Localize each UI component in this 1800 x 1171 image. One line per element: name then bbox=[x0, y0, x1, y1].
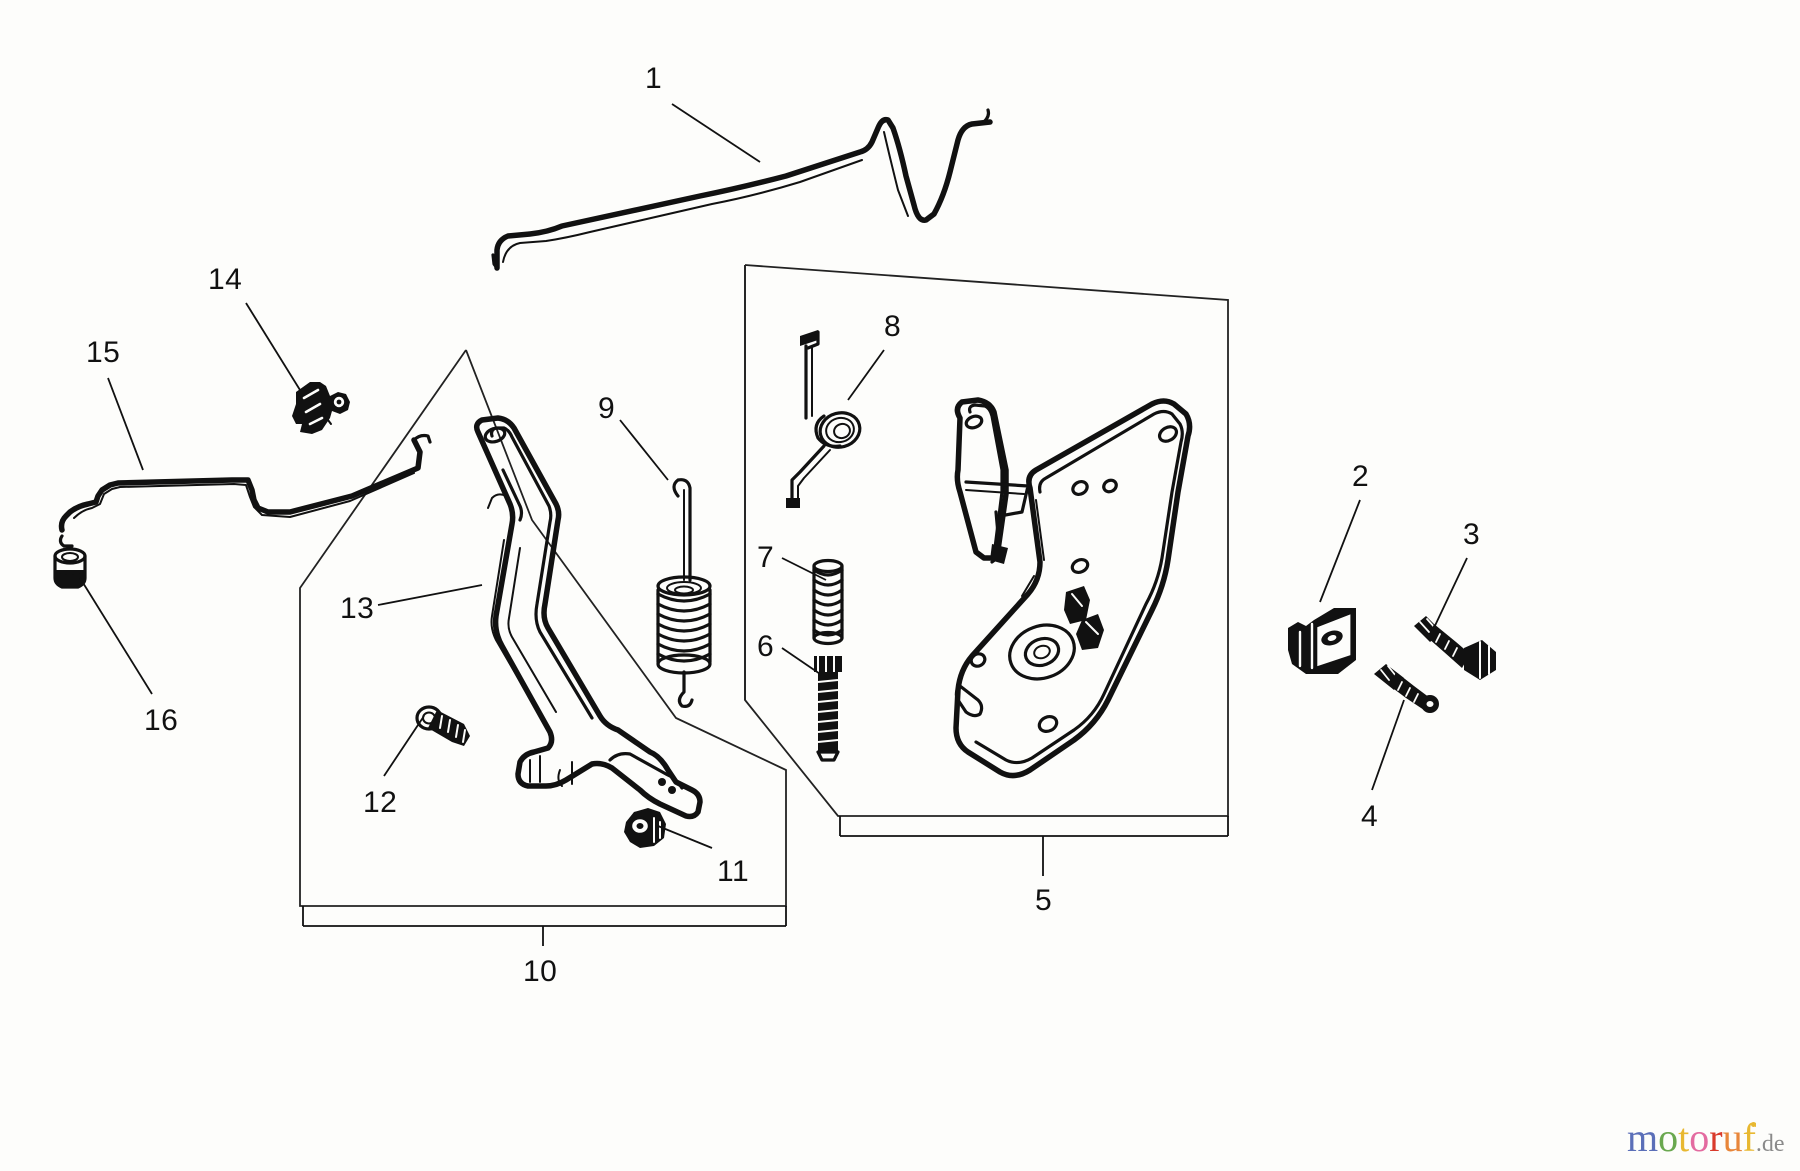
site-watermark: motoruf.de bbox=[1627, 1118, 1785, 1158]
callout-label-4: 4 bbox=[1361, 800, 1379, 833]
part-16-lock-nut bbox=[53, 547, 87, 589]
watermark-letter-o2: o bbox=[1689, 1115, 1710, 1160]
part-5-mounting-bracket bbox=[953, 397, 1193, 779]
callout-label-1: 1 bbox=[645, 62, 663, 95]
watermark-letter-m: m bbox=[1627, 1115, 1659, 1160]
callout-label-6: 6 bbox=[757, 630, 775, 663]
part-3-hex-bolt bbox=[1414, 616, 1496, 680]
part-15-wire-rod bbox=[58, 433, 432, 548]
part-8-torsion-spring bbox=[786, 330, 862, 508]
watermark-letter-u: u bbox=[1722, 1115, 1743, 1160]
callout-label-5: 5 bbox=[1035, 884, 1053, 917]
group-outline-10 bbox=[299, 349, 787, 907]
callout-label-16: 16 bbox=[144, 704, 179, 737]
part-7-compression-spring bbox=[812, 558, 844, 646]
part-1-control-rod bbox=[491, 108, 993, 271]
callout-label-14: 14 bbox=[208, 263, 243, 296]
watermark-dot-accent bbox=[1751, 1122, 1756, 1127]
callout-label-15: 15 bbox=[86, 336, 121, 369]
callout-label-12: 12 bbox=[363, 786, 398, 819]
group-outline-5 bbox=[744, 264, 1229, 817]
group-bracket-5 bbox=[839, 816, 1229, 876]
part-14-cable-clip bbox=[292, 382, 350, 434]
part-6-long-bolt bbox=[814, 655, 842, 762]
spring-coil-8 bbox=[814, 411, 862, 449]
watermark-letter-t: t bbox=[1678, 1115, 1690, 1160]
part-9-extension-spring bbox=[656, 478, 712, 708]
part-12-shoulder-bolt bbox=[415, 705, 470, 746]
watermark-letter-f: f bbox=[1742, 1115, 1756, 1160]
part-4-small-bolt bbox=[1374, 664, 1439, 713]
part-2-u-clip bbox=[1288, 608, 1356, 674]
callout-label-8: 8 bbox=[884, 310, 902, 343]
callout-label-2: 2 bbox=[1352, 460, 1370, 493]
callout-leader-lines bbox=[79, 103, 1468, 849]
callout-label-10: 10 bbox=[523, 955, 558, 988]
part-13-lever bbox=[473, 415, 703, 820]
callout-label-7: 7 bbox=[757, 541, 775, 574]
watermark-letter-r: r bbox=[1709, 1115, 1723, 1160]
callout-label-3: 3 bbox=[1463, 518, 1481, 551]
watermark-suffix: .de bbox=[1755, 1131, 1785, 1157]
group-bracket-10 bbox=[302, 906, 787, 946]
callout-label-11: 11 bbox=[717, 855, 750, 888]
part-11-flange-nut bbox=[624, 808, 666, 848]
callout-label-13: 13 bbox=[340, 592, 375, 625]
callout-label-9: 9 bbox=[598, 392, 616, 425]
watermark-letter-o1: o bbox=[1658, 1115, 1679, 1160]
